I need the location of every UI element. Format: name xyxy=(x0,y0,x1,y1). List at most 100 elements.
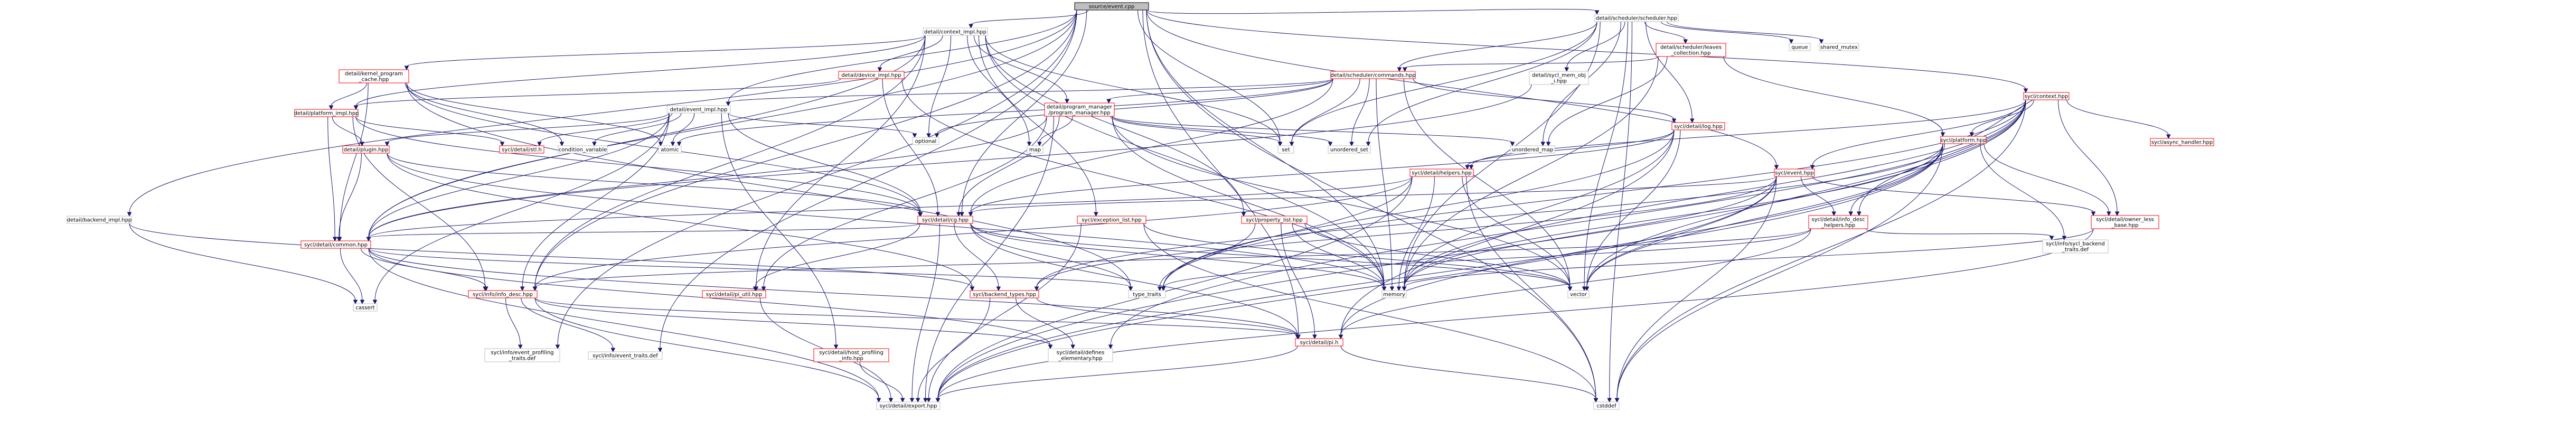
arrowhead-backend_impl-to-cassert xyxy=(353,300,358,305)
node-label: detail/context_impl.hpp xyxy=(924,30,986,35)
node-box xyxy=(970,290,1039,298)
arrowhead-device_impl-to-cg xyxy=(935,212,941,217)
edge-platform_hpp-to-backend_types xyxy=(1036,143,1943,288)
node-box xyxy=(558,145,608,154)
edge-context_hpp-to-cstddef xyxy=(1616,99,2026,399)
arrowhead-commands-to-event_impl xyxy=(726,101,731,107)
node-label: memory xyxy=(1383,292,1405,298)
edge-scheduler-to-shared_mutex xyxy=(1667,21,1822,41)
arrowhead-pi_util-to-export xyxy=(888,398,894,403)
edge-kernel_program_cache-to-type_traits xyxy=(406,82,1131,288)
arrowhead-scheduler-to-detail_log xyxy=(1689,118,1695,124)
edge-event_hpp-to-memory xyxy=(1404,176,1777,288)
node-label: unordered_map xyxy=(1512,147,1554,153)
edge-scheduler-to-commands xyxy=(1399,21,1597,69)
node-box xyxy=(1940,136,1987,144)
edge-program_manager-to-common xyxy=(368,116,1047,238)
arrowhead-root-to-backend_impl xyxy=(127,212,132,217)
node-box xyxy=(658,145,682,154)
node-box xyxy=(1409,169,1474,177)
node-leaves[interactable]: detail/scheduler/leaves_collection.hpp xyxy=(1656,43,1726,57)
node-owner-less[interactable]: sycl/detail/owner_less_base.hpp xyxy=(2091,215,2159,229)
node-box xyxy=(876,401,941,410)
node-pi-util[interactable]: sycl/detail/pi_util.hpp xyxy=(702,290,766,298)
arrowhead-backend_types-to-defines_elementary xyxy=(1070,344,1075,350)
node-box xyxy=(838,71,905,79)
node-helpers[interactable]: sycl/detail/helpers.hpp xyxy=(1409,169,1474,177)
arrowhead-info_desc-to-export xyxy=(876,398,881,403)
edge-commands-to-unordered_set xyxy=(1351,78,1370,143)
node-event-hpp[interactable]: sycl/event.hpp xyxy=(1774,169,1815,177)
edge-scheduler-to-mem_obj xyxy=(1566,21,1625,69)
edge-device_impl-to-cg xyxy=(882,78,938,213)
arrowhead-detail_log-to-helpers xyxy=(1465,165,1470,170)
node-property-list[interactable]: sycl/property_list.hpp xyxy=(1241,216,1308,224)
edge-commands-to-detail_log xyxy=(1413,78,1675,120)
arrowhead-context_hpp-to-info_desc_helpers xyxy=(1857,211,1862,217)
node-context-hpp[interactable]: sycl/context.hpp xyxy=(2023,92,2070,100)
node-label: map xyxy=(1029,147,1041,153)
edge-context_impl-to-map xyxy=(967,35,1030,143)
node-label: sycl/exception_list.hpp xyxy=(1082,218,1142,223)
edge-cg-to-type_traits xyxy=(970,223,1131,288)
arrowhead-program_manager-to-cg xyxy=(956,212,961,217)
arrowhead-context_hpp-to-owner_less xyxy=(2114,211,2120,217)
node-info-desc[interactable]: sycl/info/info_desc.hpp xyxy=(468,290,538,298)
node-label: sycl/backend_types.hpp xyxy=(973,292,1036,298)
node-cg[interactable]: sycl/detail/cg.hpp xyxy=(917,216,973,224)
node-box xyxy=(1295,338,1343,347)
node-label: _base.hpp xyxy=(2111,223,2138,229)
node-pi-h[interactable]: sycl/detail/pi.h xyxy=(1295,338,1343,347)
arrowhead-root-to-context_hpp xyxy=(2023,88,2028,93)
node-box xyxy=(353,303,378,312)
node-detail-log[interactable]: sycl/detail/log.hpp xyxy=(1671,122,1725,130)
edge-backend_types-to-export xyxy=(917,297,991,399)
node-plugin[interactable]: detail/plugin.hpp xyxy=(342,145,390,154)
node-device-impl[interactable]: detail/device_impl.hpp xyxy=(838,71,905,79)
node-label: sycl/event.hpp xyxy=(1775,171,1813,176)
arrowhead-info_desc_helpers-to-sycl_backend_traits xyxy=(2049,236,2054,241)
node-queue: queue xyxy=(1789,43,1811,51)
node-info-desc-helpers[interactable]: sycl/detail/info_desc_helpers.hpp xyxy=(1808,215,1868,229)
arrowhead-info_desc-to-event_profiling_traits xyxy=(518,344,523,350)
edge-plugin-to-common xyxy=(339,153,362,238)
node-box xyxy=(484,348,560,362)
edge-event_hpp-to-info_desc_helpers xyxy=(1800,176,1835,213)
node-box xyxy=(917,216,973,224)
node-backend-types[interactable]: sycl/backend_types.hpp xyxy=(970,290,1039,298)
node-commands[interactable]: detail/scheduler/commands.hpp xyxy=(1330,71,1416,79)
arrowhead-property_list-to-type_traits xyxy=(1157,286,1162,292)
edge-event_impl-to-optional xyxy=(728,113,915,135)
node-platform-hpp[interactable]: sycl/platform.hpp xyxy=(1940,136,1987,144)
edge-context_impl-to-memory xyxy=(985,35,1385,288)
edge-platform_hpp-to-info_desc_helpers xyxy=(1850,143,1945,213)
edge-common-to-pi_h xyxy=(368,248,1298,336)
node-platform-impl[interactable]: detail/platform_impl.hpp xyxy=(294,109,359,117)
node-label: sycl/info/event_profiling xyxy=(491,350,553,356)
arrowhead-plugin-to-common xyxy=(336,237,342,242)
node-backend-impl: detail/backend_impl.hpp xyxy=(67,216,132,224)
node-kernel-program-cache[interactable]: detail/kernel_program_cache.hpp xyxy=(339,69,409,83)
arrowhead-cg-to-backend_types xyxy=(996,286,1001,292)
edge-root-to-memory xyxy=(1146,10,1385,288)
arrowhead-context_impl-to-optional xyxy=(926,133,931,138)
edge-context_hpp-to-owner_less xyxy=(2057,99,2118,213)
node-label: _cache.hpp xyxy=(359,77,389,83)
node-label: _traits.def xyxy=(2062,247,2089,253)
node-label: sycl/property_list.hpp xyxy=(1246,218,1302,223)
arrowhead-context_impl-to-kernel_program_cache xyxy=(404,66,409,71)
node-optional: optional xyxy=(912,137,939,145)
arrowhead-context_hpp-to-defines_elementary xyxy=(1108,344,1113,350)
edge-commands-to-event_impl xyxy=(728,78,1333,103)
node-async-handler[interactable]: sycl/async_handler.hpp xyxy=(2150,138,2214,146)
edge-program_manager-to-unordered_set xyxy=(1112,116,1331,143)
node-label: detail/kernel_program xyxy=(345,71,403,77)
node-program-manager[interactable]: detail/program_manager/program_manager.h… xyxy=(1044,102,1115,117)
node-stl[interactable]: sycl/detail/stl.h xyxy=(499,145,544,154)
node-common[interactable]: sycl/detail/common.hpp xyxy=(300,240,371,249)
edge-context_hpp-to-vector xyxy=(1586,99,2026,288)
edge-event_hpp-to-cstddef xyxy=(1616,176,1777,399)
edge-info_desc-to-event_profiling_traits xyxy=(505,297,521,346)
node-exception-list[interactable]: sycl/exception_list.hpp xyxy=(1077,216,1146,224)
node-host-profiling[interactable]: sycl/detail/host_profiling_info.hpp xyxy=(813,348,889,362)
